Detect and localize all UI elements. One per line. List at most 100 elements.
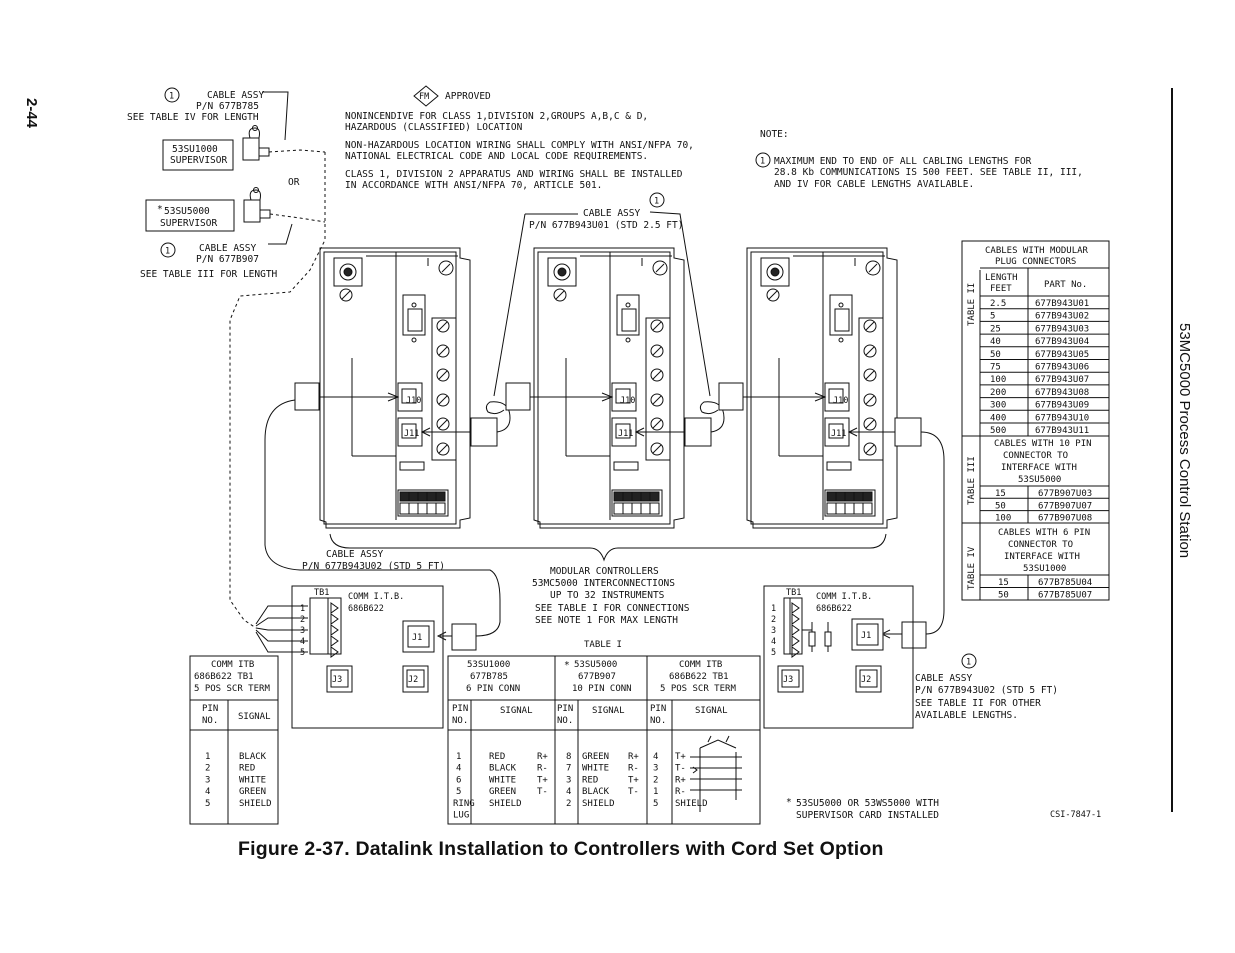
supervisor-area: 1 CABLE ASSY P/N 677B785 SEE TABLE IV FO…	[127, 87, 326, 280]
asterisk-mark: *	[157, 204, 163, 215]
supervisor-cable	[229, 152, 326, 629]
j10-label: J10	[620, 396, 635, 406]
t1-pin-1: PIN	[452, 704, 468, 714]
t1-g3-header-1: COMM ITB	[679, 660, 722, 670]
plug-box	[294, 382, 320, 411]
svg-text:2: 2	[771, 615, 776, 625]
table2-header-1: CABLES WITH MODULAR	[985, 246, 1089, 256]
table2-part-cell: 677B943U10	[1035, 413, 1089, 423]
table2-length-cell: 40	[990, 337, 1001, 347]
note-ref-circle	[961, 653, 977, 669]
plug-box	[684, 417, 712, 447]
svg-text:3: 3	[300, 626, 305, 636]
table2-part-cell: 677B943U03	[1035, 324, 1089, 334]
connector-plug	[242, 137, 260, 161]
t1-g3-signal-cell: SHIELD	[675, 799, 708, 809]
t1-pin-1: PIN	[650, 704, 666, 714]
top-cable-label: 1 CABLE ASSY P/N 677B943U01 (STD 2.5 FT)	[493, 192, 711, 397]
comm-itb-label-2: 686B622	[348, 604, 384, 614]
t1-g3-header-3: 5 POS SCR TERM	[660, 684, 736, 694]
table3-header-3: INTERFACE WITH	[1001, 463, 1077, 473]
t1-g1-pin-cell: 1	[456, 752, 461, 762]
t1-signal: SIGNAL	[592, 706, 625, 716]
table2-length-cell: 75	[990, 363, 1001, 373]
t1-g1-pin-cell: 5	[456, 787, 461, 797]
plug-box	[505, 382, 531, 411]
t1-g1-mark-cell: T-	[537, 787, 548, 797]
t1-g3-signal-cell: T+	[675, 752, 686, 762]
comm-itb-label-1: COMM I.T.B.	[348, 592, 404, 602]
table2-part-cell: 677B943U07	[1035, 375, 1089, 385]
t1-g2-mark-cell: T-	[628, 787, 639, 797]
approval-line-6: IN ACCORDANCE WITH ANSI/NFPA 70, ARTICLE…	[345, 180, 602, 191]
table3-part-cell: 677B907U07	[1038, 501, 1092, 511]
t1-pin-2: NO.	[650, 716, 666, 726]
supervisor-53su1000-label-2: SUPERVISOR	[170, 155, 227, 166]
approval-line-1: NONINCENDIVE FOR CLASS 1,DIVISION 2,GROU…	[345, 111, 648, 122]
t1-g2-signal-cell: GREEN	[582, 752, 609, 762]
left-table-signal-cell: RED	[239, 764, 255, 774]
comm-itb-left: TB1 1 2 3 4 5 COMM I.T.B. 686B622 J1 J3 …	[255, 585, 444, 729]
t1-g1-header-2: 677B785	[470, 672, 508, 682]
t1-signal: SIGNAL	[695, 706, 728, 716]
j3-label: J3	[783, 675, 793, 685]
approval-line-5: CLASS 1, DIVISION 2 APPARATUS AND WIRING…	[345, 169, 683, 180]
tb1-label: TB1	[786, 588, 801, 598]
svg-text:4: 4	[771, 637, 776, 647]
t1-g2-pin-cell: 2	[566, 799, 571, 809]
right-tables: CABLES WITH MODULAR PLUG CONNECTORS LENG…	[961, 240, 1110, 601]
t1-g2-header-3: 10 PIN CONN	[572, 684, 632, 694]
note-ref-number: 1	[760, 157, 765, 167]
plug-box	[901, 621, 927, 649]
table3-header-1: CABLES WITH 10 PIN	[994, 439, 1092, 449]
t1-g1-header-1: 53SU1000	[467, 660, 510, 670]
t1-g2-pin-cell: 8	[566, 752, 571, 762]
left-table-signal-cell: GREEN	[239, 787, 266, 797]
note-ref-circle	[160, 242, 176, 258]
interconnect-cables	[264, 382, 945, 651]
modular-line-2: 53MC5000 INTERCONNECTIONS	[532, 578, 675, 589]
table2-header-2: PLUG CONNECTORS	[995, 257, 1076, 267]
note-ref-number: 1	[169, 92, 174, 102]
connector-plug-tip	[258, 147, 270, 157]
t1-g2-signal-cell: RED	[582, 775, 598, 785]
table2-part-cell: 677B943U01	[1035, 299, 1089, 309]
table3-part-cell: 677B907U03	[1038, 489, 1092, 499]
fm-approval-mark: FM	[419, 92, 429, 102]
plug-box	[470, 417, 498, 447]
t1-g3-pin-cell: 5	[653, 799, 658, 809]
table3-length-cell: 100	[995, 514, 1011, 524]
t1-g3-header-2: 686B622 TB1	[669, 672, 729, 682]
t1-g2-signal-cell: SHIELD	[582, 799, 615, 809]
plug-box	[718, 382, 744, 411]
modular-line-4: SEE TABLE I FOR CONNECTIONS	[535, 603, 690, 614]
table3-side: TABLE III	[967, 456, 977, 505]
comm-itb-label-2: 686B622	[816, 604, 852, 614]
t1-g1-mark-cell: T+	[537, 775, 548, 785]
table2-part-cell: 677B943U06	[1035, 363, 1089, 373]
leader-line	[268, 223, 293, 245]
left-table-pin-cell: 2	[205, 764, 210, 774]
table2-part-cell: 677B943U11	[1035, 426, 1089, 436]
table2-length-cell: 50	[990, 350, 1001, 360]
left-table-signal-cell: WHITE	[239, 775, 266, 785]
asterisk-mark: *	[564, 660, 570, 671]
t1-g2-header-2: 677B907	[578, 672, 616, 682]
table2-part-cell: 677B943U05	[1035, 350, 1089, 360]
left-table-signal-cell: SHIELD	[239, 799, 272, 809]
comm-itb-right: TB1 1 2 3 4 5 COMM I.T.B. 686B622 J1 J3 …	[763, 585, 914, 729]
supervisor-53su5000-label-2: SUPERVISOR	[160, 218, 217, 229]
note-ref-number: 1	[165, 247, 170, 257]
t1-g2-pin-cell: 4	[566, 787, 571, 797]
t1-g2-mark-cell: R-	[628, 764, 639, 774]
t1-g3-pin-cell: 1	[653, 787, 658, 797]
right-cable-line-1: CABLE ASSY	[915, 673, 972, 684]
t1-g1-pin-cell: 6	[456, 775, 461, 785]
approval-line-3: NON-HAZARDOUS LOCATION WIRING SHALL COMP…	[345, 140, 694, 151]
supervisor-53su1000-label-1: 53SU1000	[172, 144, 218, 155]
approval-line-2: HAZARDOUS (CLASSIFIED) LOCATION	[345, 122, 523, 133]
note-ref-circle	[164, 87, 180, 103]
top-cable-line-2: P/N 677B943U01 (STD 2.5 FT)	[529, 220, 683, 231]
t1-g3-pin-cell: 4	[653, 752, 658, 762]
